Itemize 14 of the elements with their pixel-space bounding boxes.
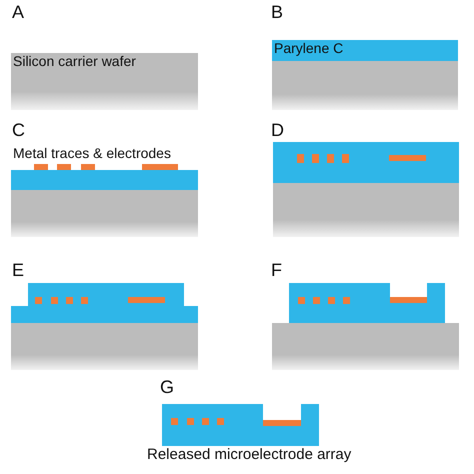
panel-letter: D [271,121,284,139]
panel-letter: B [271,3,284,21]
panel-letter: G [160,378,174,396]
wafer-layer [272,61,458,110]
layer-label: Silicon carrier wafer [13,54,136,69]
panel-letter: E [12,261,24,279]
panel-letter: C [12,121,25,139]
device-caption: Released microelectrode array [147,447,352,463]
layer-caption: Metal traces & electrodes [13,146,171,161]
panel-letter: A [12,3,24,21]
parylene-layer [272,40,458,61]
panel-letter: F [271,261,282,279]
wafer-layer [11,53,198,110]
layer-label: Parylene C [274,41,344,56]
